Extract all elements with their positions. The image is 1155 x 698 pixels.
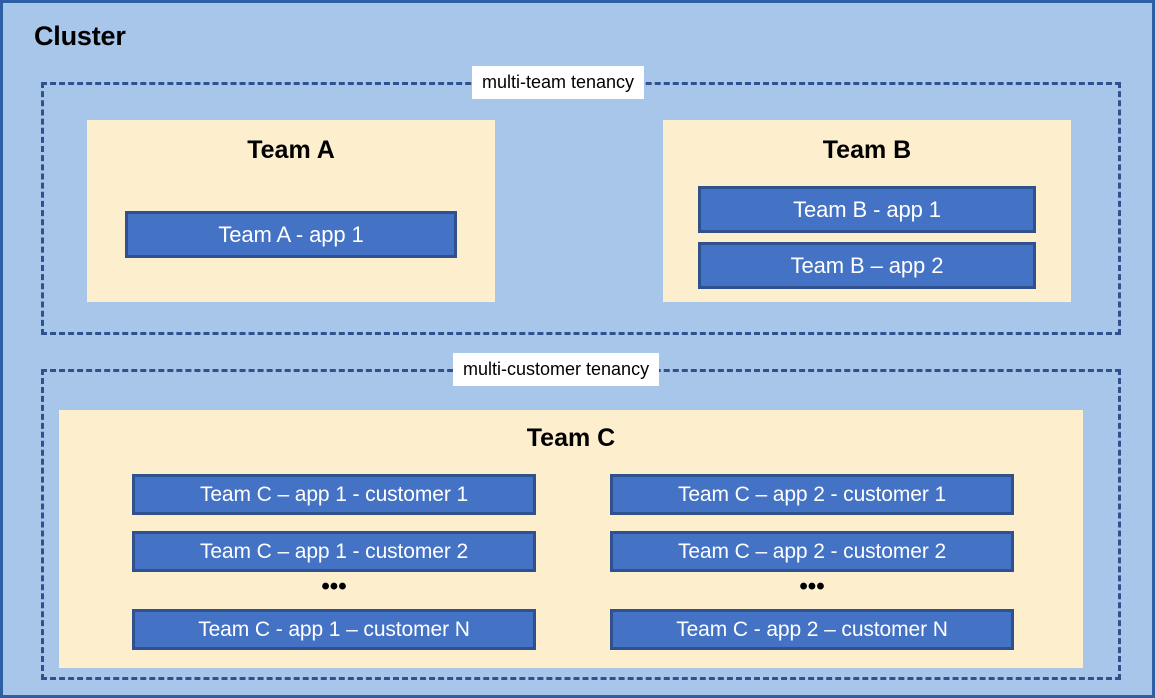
team-c-app-1-customer-2[interactable]: Team C – app 1 - customer 2 [132,531,536,572]
team-c-app-2-customer-2[interactable]: Team C – app 2 - customer 2 [610,531,1014,572]
page-title: Cluster [34,21,126,51]
team-b-container: Team B Team B - app 1 Team B – app 2 [663,120,1071,302]
team-c-app-1-customer-1[interactable]: Team C – app 1 - customer 1 [132,474,536,515]
team-c-container: Team C Team C – app 1 - customer 1 Team … [59,410,1083,668]
team-c-app-1-customer-n[interactable]: Team C - app 1 – customer N [132,609,536,650]
team-c-app-1-ellipsis: ••• [321,573,347,600]
team-a-title: Team A [247,136,335,164]
team-b-app-1[interactable]: Team B - app 1 [698,186,1036,233]
team-c-app-2-customer-1[interactable]: Team C – app 2 - customer 1 [610,474,1014,515]
team-a-container: Team A Team A - app 1 [87,120,495,302]
team-b-title: Team B [822,136,912,164]
team-a-app-1[interactable]: Team A - app 1 [125,211,457,258]
multi-team-tenancy-label: multi-team tenancy [472,66,645,99]
multi-customer-tenancy-label: multi-customer tenancy [453,353,660,386]
team-c-app-2-customer-n[interactable]: Team C - app 2 – customer N [610,609,1014,650]
team-b-app-2[interactable]: Team B – app 2 [698,242,1036,289]
team-c-app-2-ellipsis: ••• [799,573,825,600]
team-c-title: Team C [526,424,616,452]
